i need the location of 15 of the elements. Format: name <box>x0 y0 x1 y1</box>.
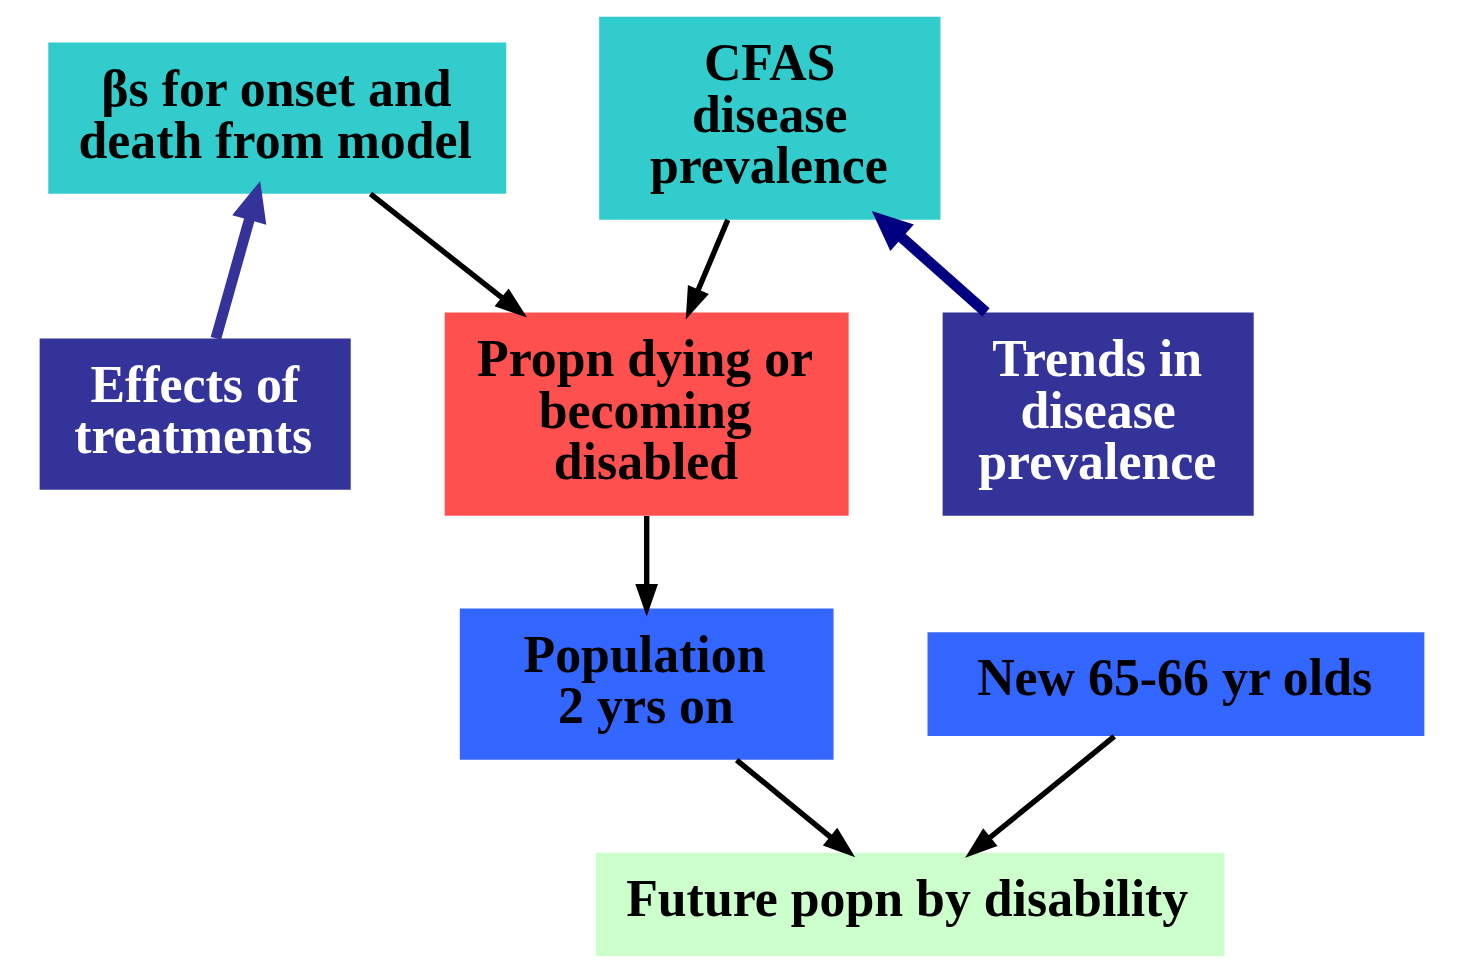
arrow <box>871 210 990 317</box>
arrow <box>635 516 659 617</box>
node-box: Population 2 yrs on <box>459 608 834 760</box>
arrow <box>210 180 267 340</box>
arrow <box>368 191 528 318</box>
node-box: Effects of treatments <box>39 338 351 490</box>
node-box: Future popn by disability <box>595 852 1225 957</box>
node-box: Trends in disease prevalence <box>942 312 1254 516</box>
node-box: Propn dying or becoming disabled <box>444 312 849 516</box>
node-box: βs for onset and death from model <box>48 42 507 194</box>
arrow <box>734 757 856 858</box>
node-box: CFAS disease prevalence <box>599 16 941 220</box>
arrow <box>965 734 1116 858</box>
arrow <box>685 218 731 320</box>
node-box: New 65-66 yr olds <box>927 632 1425 736</box>
